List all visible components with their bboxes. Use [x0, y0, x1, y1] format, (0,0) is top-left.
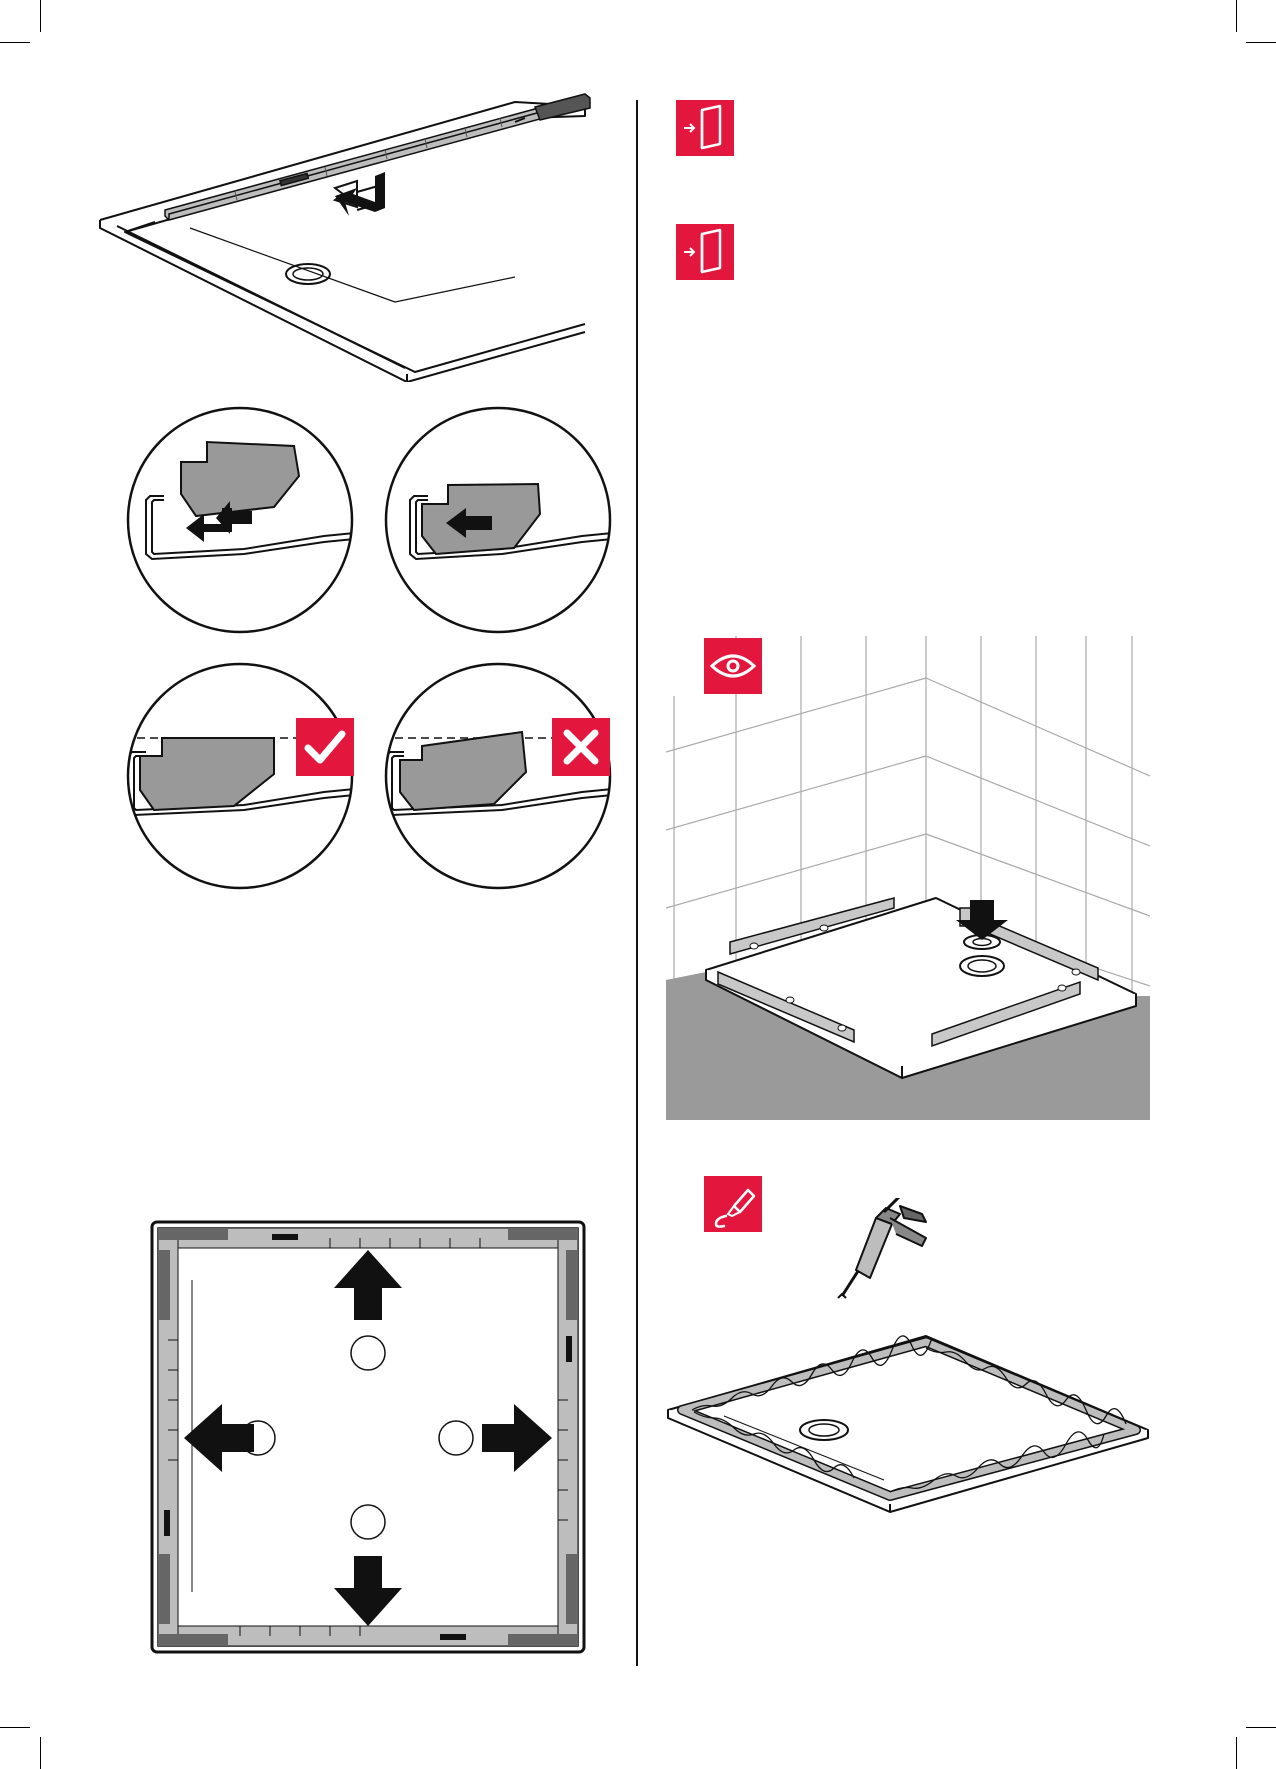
manual-reference-icon — [676, 224, 734, 280]
check-icon — [296, 718, 354, 776]
detail-push-profile — [382, 404, 614, 636]
tray-top-view-spread — [150, 1220, 586, 1654]
manual-reference-badge-1 — [676, 100, 734, 156]
crop-mark — [1246, 1727, 1276, 1728]
crop-mark — [0, 42, 30, 43]
cross-icon — [552, 718, 610, 776]
crop-mark — [40, 0, 41, 32]
tray-apply-sealant — [664, 1198, 1152, 1518]
tray-level-check — [666, 636, 1150, 1120]
crop-mark — [1236, 1737, 1237, 1769]
detail-hook-profile — [124, 404, 356, 636]
manual-reference-icon — [676, 100, 734, 156]
manual-reference-badge-2 — [676, 224, 734, 280]
crop-mark — [40, 1737, 41, 1769]
incorrect-badge — [552, 718, 610, 776]
column-divider — [636, 100, 638, 1666]
correct-badge — [296, 718, 354, 776]
step-insert-profile-rail — [95, 92, 595, 382]
detail-incorrect-fit — [382, 660, 614, 892]
crop-mark — [1246, 42, 1276, 43]
crop-mark — [1236, 0, 1237, 32]
eye-icon — [704, 638, 762, 694]
crop-mark — [0, 1727, 30, 1728]
inspect-badge — [704, 638, 762, 694]
detail-correct-fit — [124, 660, 356, 892]
